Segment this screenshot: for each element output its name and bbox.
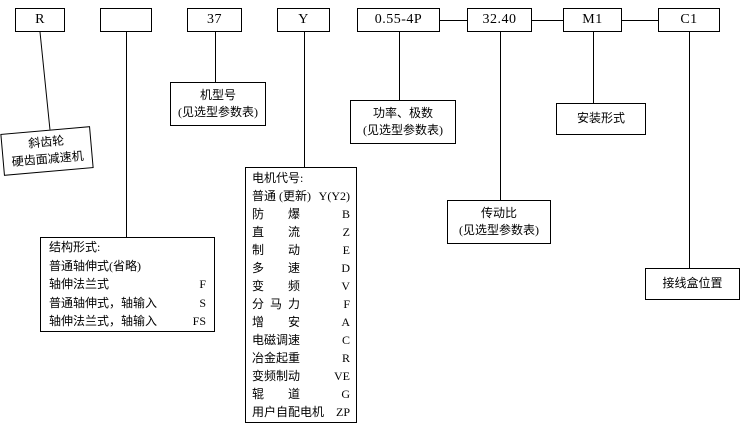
motor-row-code: D bbox=[341, 261, 350, 275]
power-poles-label-box: 功率、极数 (见选型参数表) bbox=[350, 100, 456, 144]
motor-row-code: VE bbox=[334, 369, 350, 383]
motor-row: 普通 (更新) Y(Y2) bbox=[252, 187, 350, 205]
motor-row-label: 增安 bbox=[252, 315, 300, 329]
code-box-mounting: M1 bbox=[563, 8, 622, 32]
motor-row-code: B bbox=[341, 207, 350, 221]
motor-row-code: C bbox=[341, 333, 350, 347]
motor-row: 防爆 B bbox=[252, 205, 350, 223]
motor-row-code: Z bbox=[342, 225, 350, 239]
motor-row-label: 用户自配电机 bbox=[252, 405, 325, 419]
motor-row-label: 电磁调速 bbox=[252, 333, 301, 347]
mounting-label-box: 安装形式 bbox=[556, 103, 646, 135]
motor-row-label: 制动 bbox=[252, 243, 300, 257]
motor-code-box: 电机代号: 普通 (更新) Y(Y2) 防爆 B 直流 Z 制动 E 多速 D … bbox=[245, 167, 357, 423]
motor-row: 用户自配电机 ZP bbox=[252, 403, 350, 421]
motor-row: 变频制动 VE bbox=[252, 367, 350, 385]
code-box-junction: C1 bbox=[658, 8, 720, 32]
motor-row-label: 直流 bbox=[252, 225, 300, 239]
connector-reducer-type bbox=[39, 31, 51, 131]
structure-row: 轴伸法兰式 F bbox=[49, 275, 206, 294]
model-number-label-box: 机型号 (见选型参数表) bbox=[170, 82, 266, 126]
code-box-structure bbox=[100, 8, 152, 32]
motor-row-code: V bbox=[341, 279, 350, 293]
model-number-line1: 机型号 bbox=[199, 87, 236, 102]
structure-row-label: 普通轴伸式，轴输入 bbox=[49, 295, 158, 310]
motor-row: 变频 V bbox=[252, 277, 350, 295]
motor-row: 多速 D bbox=[252, 259, 350, 277]
structure-row-code: FS bbox=[192, 314, 206, 329]
junction-box-label-box: 接线盒位置 bbox=[645, 268, 740, 300]
code-box-motor: Y bbox=[277, 8, 330, 32]
motor-row: 电磁调速 C bbox=[252, 331, 350, 349]
motor-row-code: R bbox=[341, 351, 350, 365]
power-poles-line1: 功率、极数 bbox=[372, 105, 433, 120]
motor-row-label: 分马力 bbox=[252, 297, 300, 311]
motor-row-label: 防爆 bbox=[252, 207, 300, 221]
mounting-label: 安装形式 bbox=[576, 111, 625, 126]
structure-row-label: 轴伸法兰式 bbox=[49, 277, 110, 292]
motor-row: 分马力 F bbox=[252, 295, 350, 313]
ratio-label-box: 传动比 (见选型参数表) bbox=[447, 200, 551, 244]
motor-row-label: 多速 bbox=[252, 261, 300, 275]
power-poles-line2: (见选型参数表) bbox=[363, 123, 443, 137]
motor-row: 制动 E bbox=[252, 241, 350, 259]
structure-row: 普通轴伸式(省略) bbox=[49, 257, 206, 276]
motor-row-code: F bbox=[343, 297, 350, 311]
motor-row-code: E bbox=[342, 243, 350, 257]
structure-row-code: S bbox=[199, 295, 206, 310]
motor-row-code: G bbox=[341, 387, 350, 401]
motor-title: 电机代号: bbox=[252, 171, 304, 185]
motor-row: 冶金起重 R bbox=[252, 349, 350, 367]
structure-type-box: 结构形式: 普通轴伸式(省略) 轴伸法兰式 F 普通轴伸式，轴输入 S 轴伸法兰… bbox=[40, 237, 215, 332]
model-number-line2: (见选型参数表) bbox=[178, 105, 258, 119]
motor-row-label: 变频 bbox=[252, 279, 300, 293]
structure-row: 普通轴伸式，轴输入 S bbox=[49, 294, 206, 313]
code-box-power-poles: 0.55-4P bbox=[357, 8, 440, 32]
ratio-line2: (见选型参数表) bbox=[459, 223, 539, 237]
structure-title: 结构形式: bbox=[49, 240, 101, 254]
motor-row: 增安 A bbox=[252, 313, 350, 331]
motor-row-code: A bbox=[341, 315, 350, 329]
code-box-reducer-type: R bbox=[15, 8, 65, 32]
motor-row-code: Y(Y2) bbox=[318, 189, 350, 203]
motor-row: 辊道 G bbox=[252, 385, 350, 403]
structure-row-code: F bbox=[199, 277, 206, 292]
motor-row-code: ZP bbox=[335, 405, 350, 419]
motor-row-label: 辊道 bbox=[252, 387, 300, 401]
motor-row-label: 冶金起重 bbox=[252, 351, 301, 365]
code-box-model: 37 bbox=[187, 8, 242, 32]
structure-row-label: 轴伸法兰式，轴输入 bbox=[49, 314, 158, 329]
reducer-type-line2: 硬齿面减速机 bbox=[11, 148, 85, 170]
junction-box-label: 接线盒位置 bbox=[662, 276, 723, 291]
motor-row: 直流 Z bbox=[252, 223, 350, 241]
code-box-ratio: 32.40 bbox=[467, 8, 532, 32]
motor-row-label: 变频制动 bbox=[252, 369, 301, 383]
ratio-line1: 传动比 bbox=[480, 205, 517, 220]
structure-row-label: 普通轴伸式(省略) bbox=[49, 258, 141, 273]
reducer-type-label-box: 斜齿轮 硬齿面减速机 bbox=[0, 126, 94, 176]
structure-row: 轴伸法兰式，轴输入 FS bbox=[49, 312, 206, 331]
motor-row-label: 普通 (更新) bbox=[252, 189, 311, 203]
